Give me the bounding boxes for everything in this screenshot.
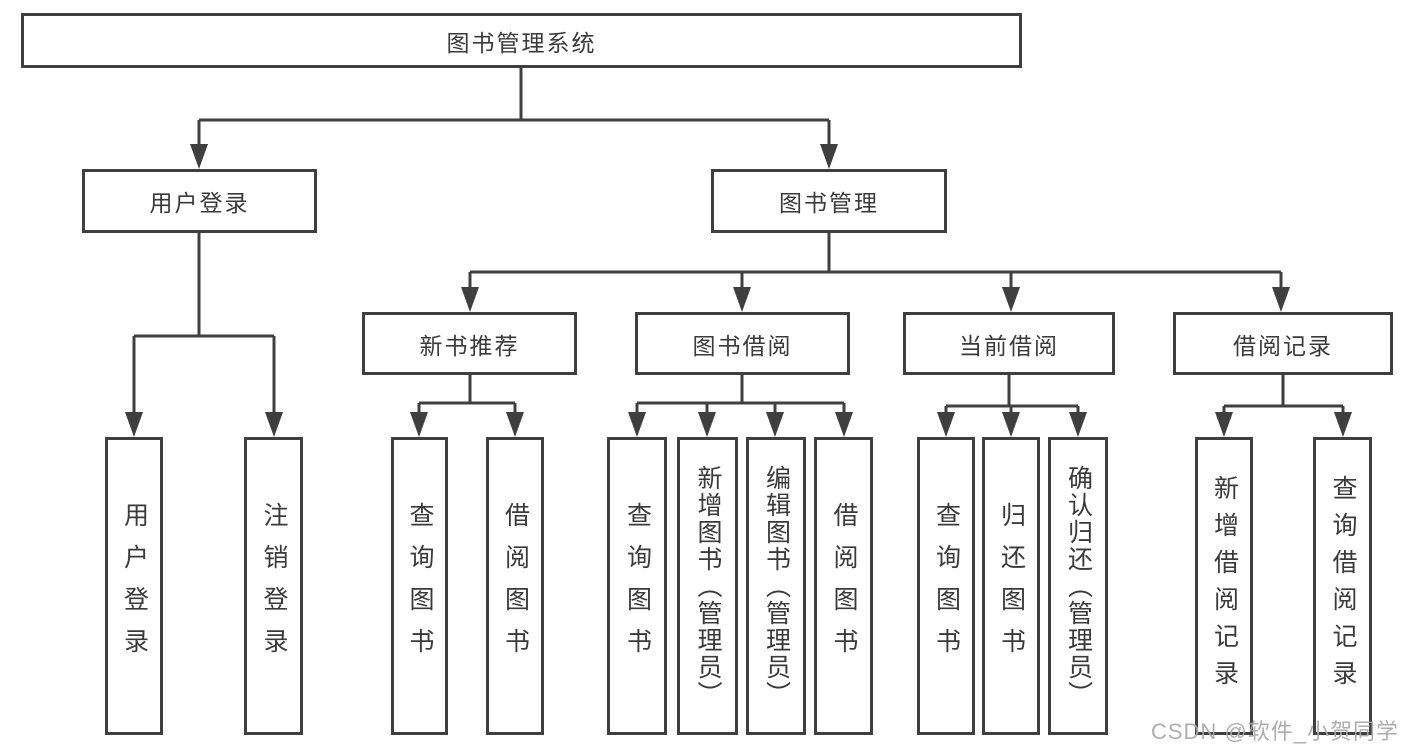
arrowheads [125, 144, 1352, 437]
leaf-return-books-label: 归还图书 [997, 502, 1026, 670]
leaf-borrow-books-recommend: 借阅图书 [486, 437, 544, 735]
node-book-borrowing: 图书借阅 [635, 312, 850, 375]
leaf-borrow-books-recommend-label: 借阅图书 [501, 502, 530, 670]
node-library-system-label: 图书管理系统 [446, 29, 597, 56]
leaf-borrow-books-borrowing: 借阅图书 [814, 437, 873, 735]
leaf-query-books-recommend: 查询图书 [391, 437, 448, 735]
leaf-confirm-return-admin: 确认归还（管理员） [1048, 437, 1108, 735]
leaf-borrow-books-borrowing-label: 借阅图书 [830, 502, 858, 670]
node-library-system: 图书管理系统 [21, 13, 1022, 68]
node-current-borrowing: 当前借阅 [903, 312, 1115, 375]
leaf-query-borrow-record-label: 查询借阅记录 [1329, 475, 1357, 697]
leaf-edit-books-admin-label: 编辑图书（管理员） [762, 464, 791, 708]
leaf-query-books-borrowing-label: 查询图书 [623, 502, 652, 670]
leaf-logout-label: 注销登录 [260, 502, 288, 670]
csdn-watermark: CSDN @软件_小贺同学 [1150, 719, 1399, 744]
node-user-login: 用户登录 [82, 169, 317, 233]
leaf-add-borrow-record-label: 新增借阅记录 [1210, 475, 1239, 697]
node-user-login-label: 用户登录 [149, 190, 250, 216]
leaf-query-books-recommend-label: 查询图书 [406, 502, 434, 670]
node-book-borrowing-label: 图书借阅 [692, 332, 793, 359]
node-current-borrowing-label: 当前借阅 [959, 332, 1059, 359]
node-new-book-recommend-label: 新书推荐 [419, 332, 520, 359]
leaf-add-borrow-record: 新增借阅记录 [1195, 437, 1253, 735]
leaf-user-login-label: 用户登录 [120, 502, 149, 670]
node-borrowing-records: 借阅记录 [1173, 312, 1393, 375]
leaf-user-login: 用户登录 [105, 437, 163, 735]
leaf-add-books-admin: 新增图书（管理员） [677, 437, 738, 735]
node-borrowing-records-label: 借阅记录 [1233, 332, 1333, 359]
leaf-add-books-admin-label: 新增图书（管理员） [694, 464, 722, 708]
leaf-query-books-borrowing: 查询图书 [607, 437, 667, 735]
leaf-edit-books-admin: 编辑图书（管理员） [746, 437, 806, 735]
leaf-confirm-return-admin-label: 确认归还（管理员） [1064, 464, 1093, 708]
leaf-logout: 注销登录 [244, 437, 303, 735]
leaf-return-books: 归还图书 [982, 437, 1040, 735]
node-new-book-recommend: 新书推荐 [362, 312, 577, 375]
leaf-query-books-current-label: 查询图书 [932, 502, 961, 670]
node-book-management: 图书管理 [711, 169, 947, 233]
leaf-query-books-current: 查询图书 [917, 437, 975, 735]
node-book-management-label: 图书管理 [779, 190, 879, 216]
leaf-query-borrow-record: 查询借阅记录 [1313, 437, 1372, 735]
